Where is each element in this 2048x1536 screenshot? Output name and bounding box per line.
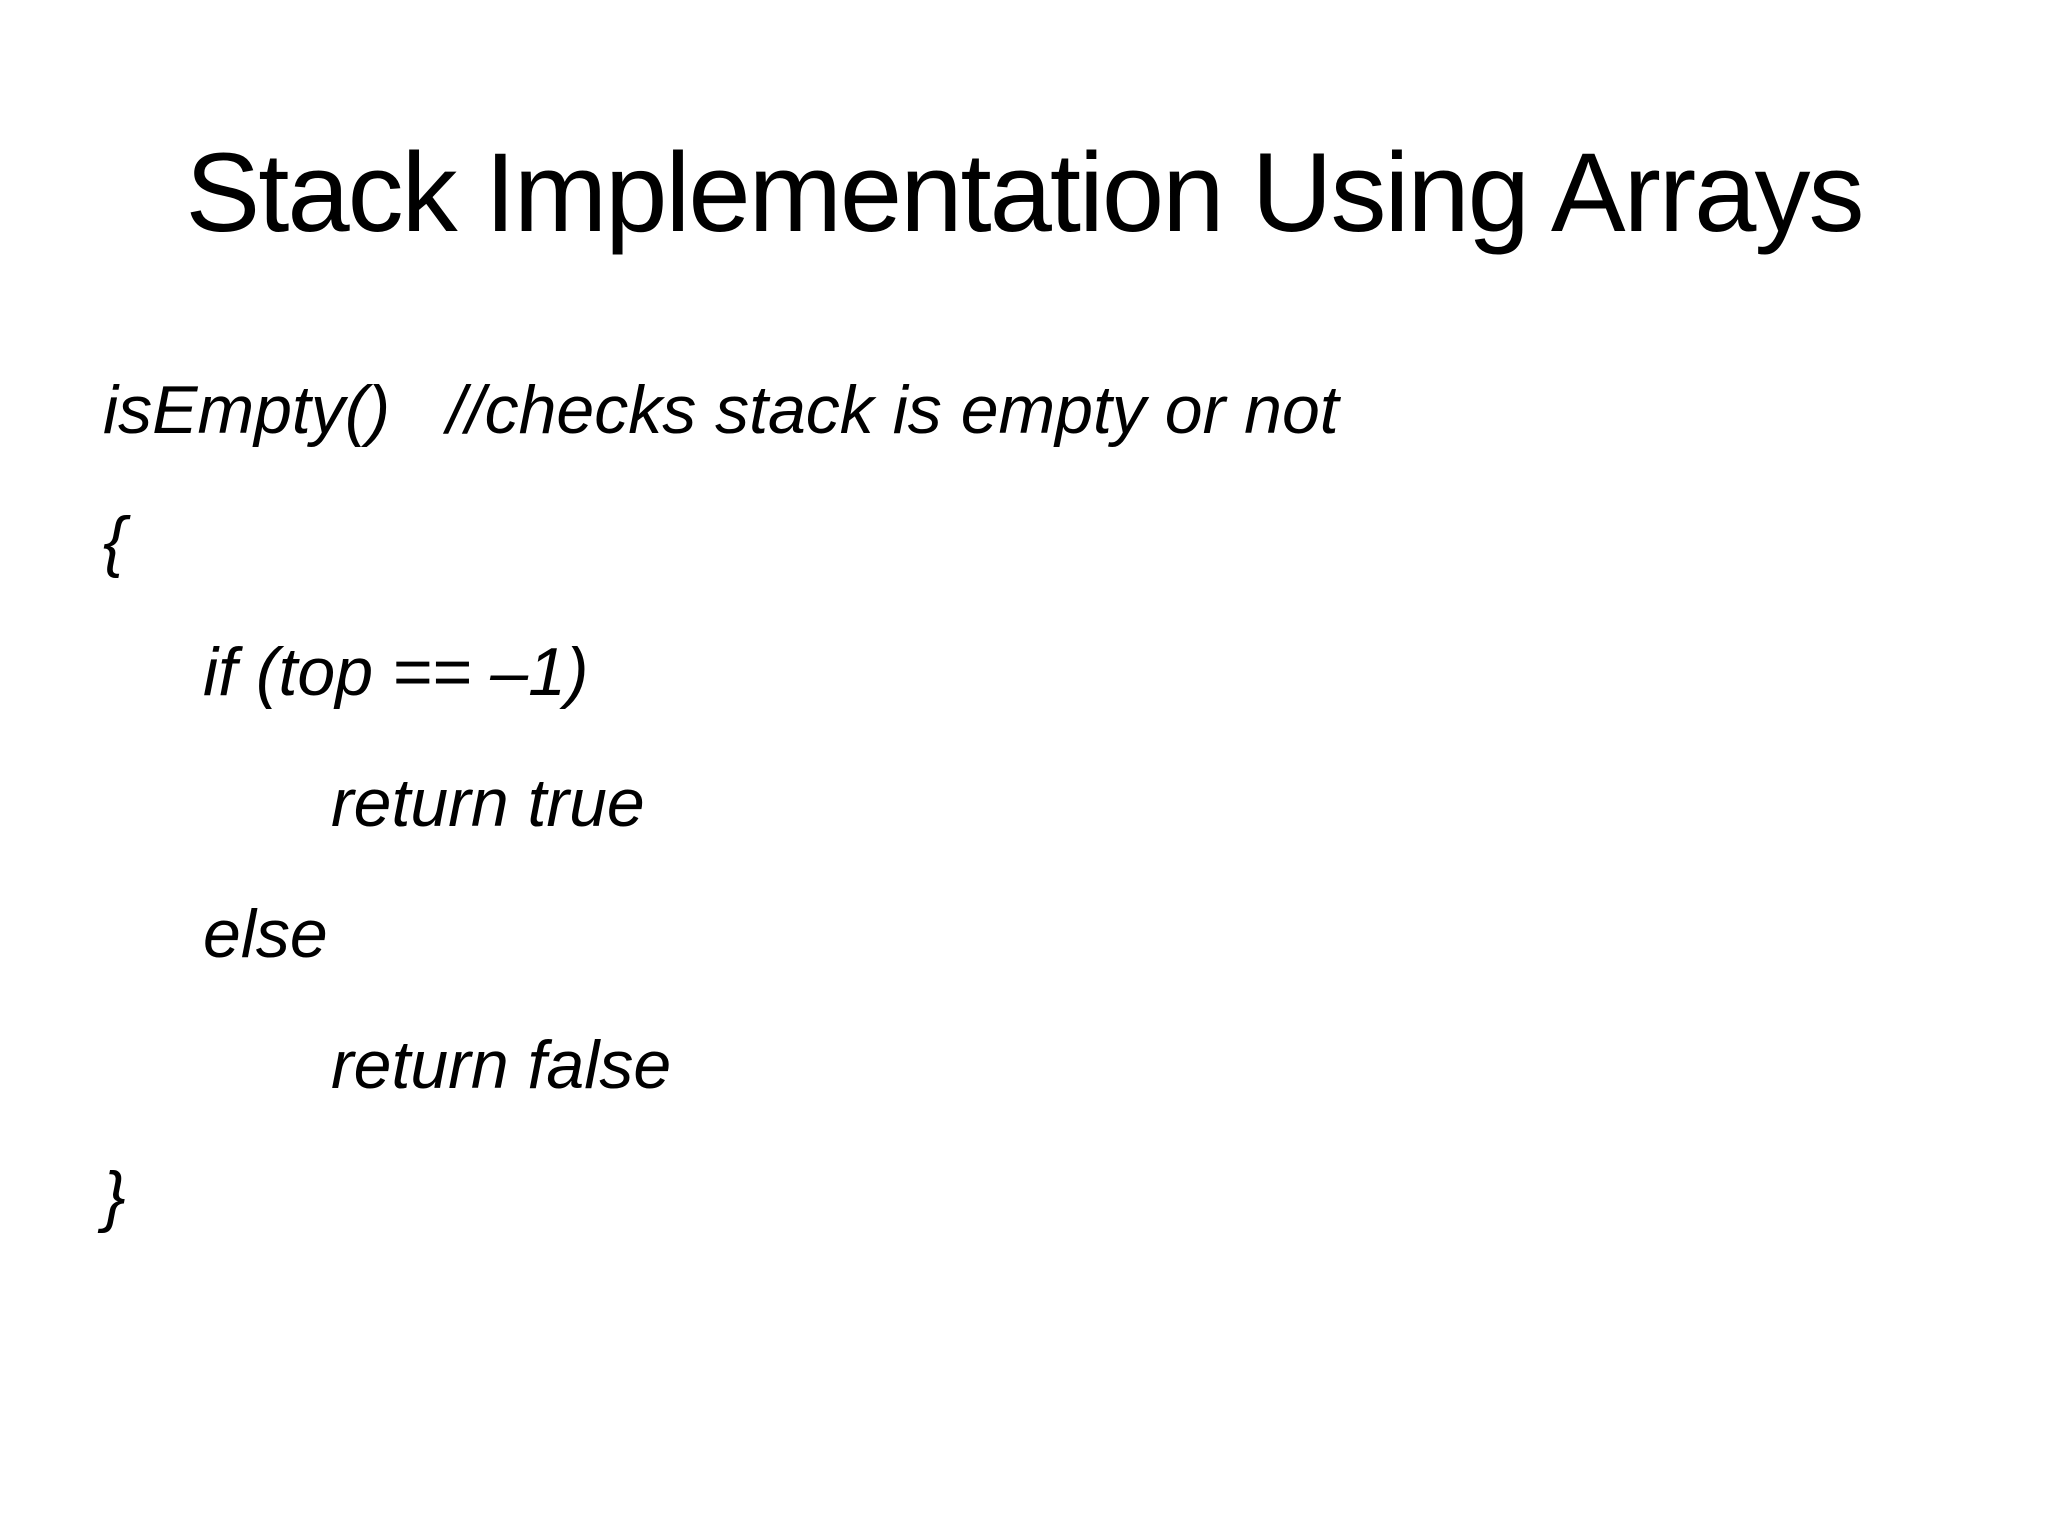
code-block: isEmpty() //checks stack is empty or not… (103, 345, 1988, 1262)
code-line-else: else (203, 896, 328, 972)
code-line-isempty-signature: isEmpty() //checks stack is empty or not (103, 372, 1339, 448)
slide-title: Stack Implementation Using Arrays (185, 130, 1865, 255)
code-line-return-false: return false (331, 1027, 672, 1103)
code-line-return-true: return true (331, 765, 645, 841)
code-line-if-condition: if (top == –1) (203, 634, 589, 710)
code-line-open-brace: { (103, 503, 126, 579)
code-line-close-brace: } (103, 1158, 126, 1234)
